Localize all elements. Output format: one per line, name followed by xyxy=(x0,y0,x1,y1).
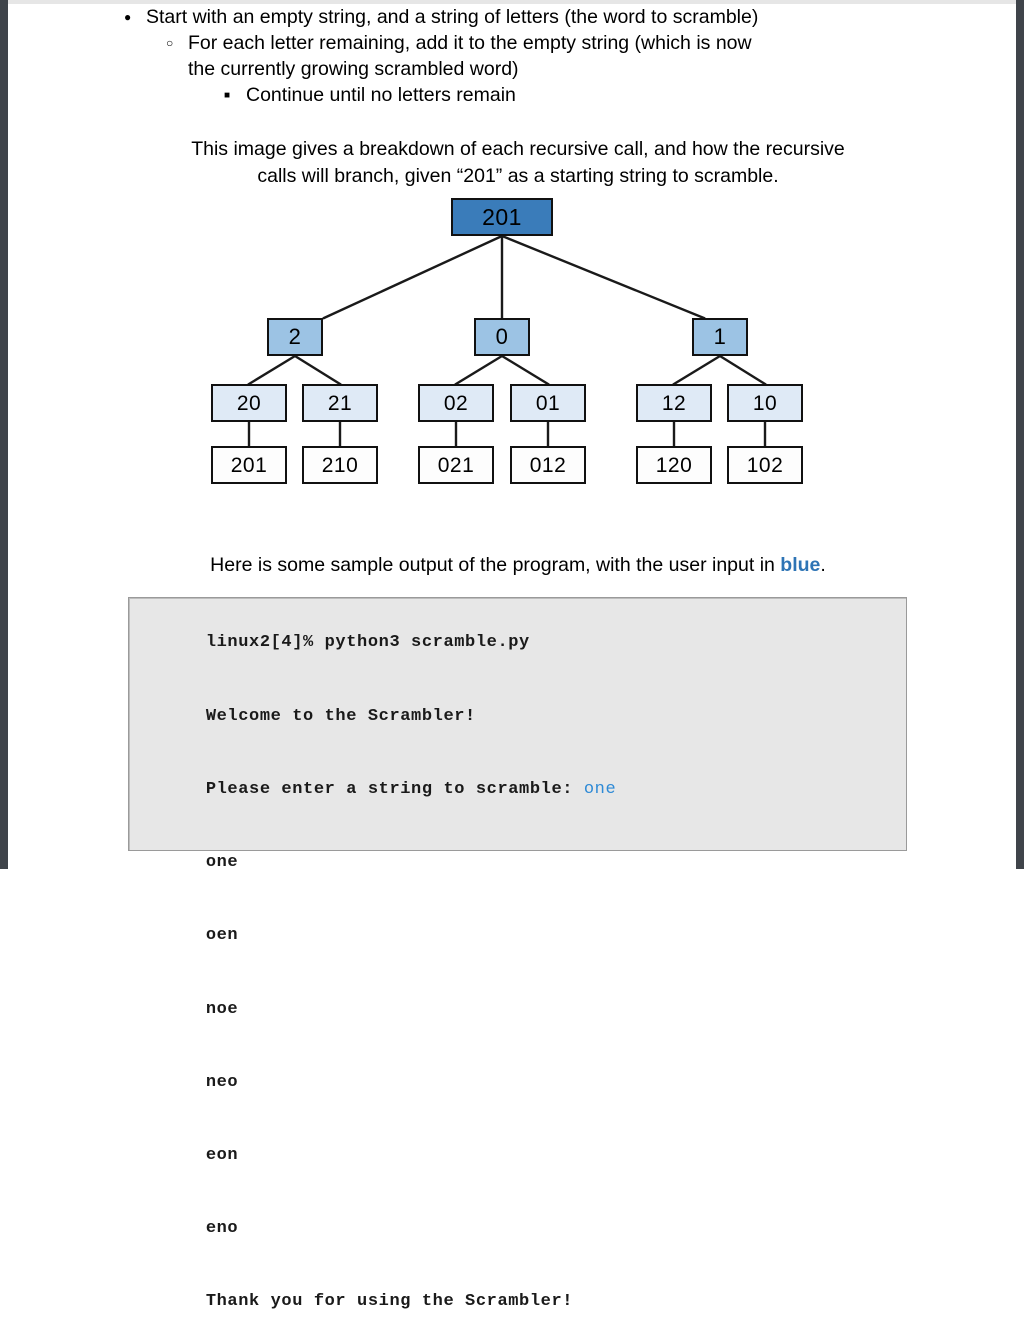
disc-bullet-icon xyxy=(124,4,146,30)
tree-node-0: 0 xyxy=(474,318,530,356)
bullet-item-level2-text: For each letter remaining, add it to the… xyxy=(188,30,938,82)
tree-node-12-label: 12 xyxy=(661,391,687,415)
tree-leaf-102-label: 102 xyxy=(746,453,784,477)
terminal-line-prompt-text: Please enter a string to scramble: xyxy=(205,779,584,799)
diagram-intro-line1: This image gives a breakdown of each rec… xyxy=(191,138,845,160)
terminal-line-command-text: linux2[4]% python3 scramble.py xyxy=(205,633,530,653)
tree-node-02: 02 xyxy=(418,384,494,422)
terminal-line-welcome: Welcome to the Scrambler! xyxy=(141,680,906,753)
tree-leaf-102: 102 xyxy=(727,446,803,484)
tree-leaf-012: 012 xyxy=(510,446,586,484)
diagram-intro-paragraph: This image gives a breakdown of each rec… xyxy=(108,136,928,190)
terminal-line-result-3-text: noe xyxy=(205,999,239,1019)
diagram-intro-line2: calls will branch, given “201” as a star… xyxy=(257,165,779,187)
circle-bullet-icon xyxy=(166,30,188,56)
tree-leaf-021: 021 xyxy=(418,446,494,484)
terminal-line-result-6-text: eno xyxy=(205,1219,239,1239)
terminal-line-result-4-text: neo xyxy=(205,1072,239,1092)
sample-output-caption-after: . xyxy=(820,554,826,576)
tree-node-root-201: 201 xyxy=(451,198,553,236)
sample-output-caption-before: Here is some sample output of the progra… xyxy=(210,554,781,576)
tree-node-10: 10 xyxy=(727,384,803,422)
tree-leaf-201: 201 xyxy=(211,446,287,484)
tree-edges xyxy=(247,234,767,448)
tree-node-01: 01 xyxy=(510,384,586,422)
instructions-bullet-list: Start with an empty string, and a string… xyxy=(118,4,938,109)
tree-node-root-201-label: 201 xyxy=(482,203,522,230)
bullet-item-level3: Continue until no letters remain xyxy=(224,82,938,109)
tree-node-01-label: 01 xyxy=(535,391,561,415)
terminal-line-welcome-text: Welcome to the Scrambler! xyxy=(205,706,476,726)
sample-output-caption: Here is some sample output of the progra… xyxy=(68,552,968,578)
tree-node-12: 12 xyxy=(636,384,712,422)
terminal-user-input: one xyxy=(583,779,617,799)
bullet-item-level2: For each letter remaining, add it to the… xyxy=(166,30,938,82)
tree-leaf-021-label: 021 xyxy=(437,453,475,477)
tree-leaf-201-label: 201 xyxy=(230,453,268,477)
tree-node-1: 1 xyxy=(692,318,748,356)
tree-node-21-label: 21 xyxy=(327,391,353,415)
tree-leaf-210-label: 210 xyxy=(321,453,359,477)
window-top-edge xyxy=(8,0,1016,4)
terminal-line-command: linux2[4]% python3 scramble.py xyxy=(141,607,906,680)
terminal-line-result-4: neo xyxy=(141,1046,906,1119)
terminal-line-result-2-text: oen xyxy=(205,926,239,946)
terminal-line-result-1-text: one xyxy=(205,853,239,873)
tree-node-2: 2 xyxy=(267,318,323,356)
terminal-output-box: linux2[4]% python3 scramble.py Welcome t… xyxy=(128,597,907,1311)
tree-node-0-label: 0 xyxy=(495,324,509,349)
terminal-line-prompt: Please enter a string to scramble: one xyxy=(141,753,906,826)
bullet-item-level1: Start with an empty string, and a string… xyxy=(124,4,938,30)
sample-output-caption-highlight: blue xyxy=(780,554,821,576)
bullet-item-level2-line2: the currently growing scrambled word) xyxy=(188,58,519,80)
bullet-item-level2-line1: For each letter remaining, add it to the… xyxy=(188,32,752,54)
tree-node-20-label: 20 xyxy=(236,391,262,415)
terminal-line-result-5-text: eon xyxy=(205,1145,239,1165)
tree-leaf-012-label: 012 xyxy=(529,453,567,477)
tree-leaf-120-label: 120 xyxy=(655,453,693,477)
square-bullet-icon xyxy=(224,82,246,109)
terminal-line-result-1: one xyxy=(141,827,906,900)
window-right-edge xyxy=(1016,0,1024,869)
tree-node-10-label: 10 xyxy=(752,391,778,415)
tree-node-02-label: 02 xyxy=(443,391,469,415)
terminal-line-farewell-text: Thank you for using the Scrambler! xyxy=(205,1292,574,1312)
tree-node-2-label: 2 xyxy=(288,324,302,349)
terminal-line-result-6: eno xyxy=(141,1193,906,1266)
recursion-tree-diagram: 201 2 0 1 20 21 02 01 12 10 xyxy=(8,194,1016,499)
terminal-line-result-2: oen xyxy=(141,900,906,973)
tree-node-1-label: 1 xyxy=(713,324,727,349)
terminal-line-result-3: noe xyxy=(141,973,906,1046)
bullet-item-level1-text: Start with an empty string, and a string… xyxy=(146,6,759,28)
tree-node-20: 20 xyxy=(211,384,287,422)
window-left-edge xyxy=(0,0,8,869)
tree-node-21: 21 xyxy=(302,384,378,422)
tree-leaf-210: 210 xyxy=(302,446,378,484)
terminal-line-farewell: Thank you for using the Scrambler! xyxy=(141,1266,906,1339)
document-page: Start with an empty string, and a string… xyxy=(8,4,1016,1311)
terminal-line-result-5: eon xyxy=(141,1120,906,1193)
bullet-item-level3-text: Continue until no letters remain xyxy=(246,84,516,106)
tree-leaf-120: 120 xyxy=(636,446,712,484)
